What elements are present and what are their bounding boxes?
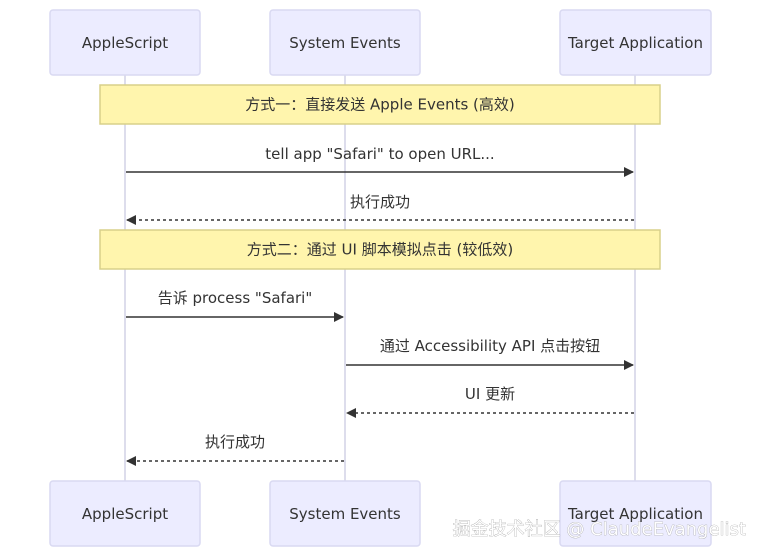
- actor-applescript-top: AppleScript: [49, 9, 201, 76]
- note-direct-apple-events-label: 方式一：直接发送 Apple Events (高效): [245, 96, 515, 114]
- actor-applescript-bottom-label: AppleScript: [82, 505, 168, 523]
- actor-applescript-bottom: AppleScript: [49, 480, 201, 547]
- actor-target-application-bottom-label: Target Application: [567, 505, 703, 523]
- message-ui-update-label: UI 更新: [465, 385, 515, 403]
- message-accessibility-click-label: 通过 Accessibility API 点击按钮: [380, 337, 600, 355]
- actor-target-application-top: Target Application: [559, 9, 712, 76]
- actor-applescript-top-label: AppleScript: [82, 34, 168, 52]
- message-success-1-label: 执行成功: [350, 193, 410, 211]
- actor-system-events-bottom-label: System Events: [289, 505, 401, 523]
- note-ui-scripting: 方式二：通过 UI 脚本模拟点击 (较低效): [99, 229, 661, 270]
- watermark: 掘金技术社区 @ ClaudeEvangelist: [453, 519, 746, 540]
- actor-target-application-bottom: Target Application: [559, 480, 712, 547]
- message-success-2-label: 执行成功: [205, 433, 265, 451]
- actor-system-events-top-label: System Events: [289, 34, 401, 52]
- note-direct-apple-events: 方式一：直接发送 Apple Events (高效): [99, 84, 661, 125]
- message-tell-process-label: 告诉 process "Safari": [158, 289, 313, 307]
- note-ui-scripting-label: 方式二：通过 UI 脚本模拟点击 (较低效): [247, 241, 513, 259]
- actor-system-events-bottom: System Events: [269, 480, 421, 547]
- actor-system-events-top: System Events: [269, 9, 421, 76]
- actor-target-application-top-label: Target Application: [567, 34, 703, 52]
- message-open-url-label: tell app "Safari" to open URL...: [265, 145, 494, 163]
